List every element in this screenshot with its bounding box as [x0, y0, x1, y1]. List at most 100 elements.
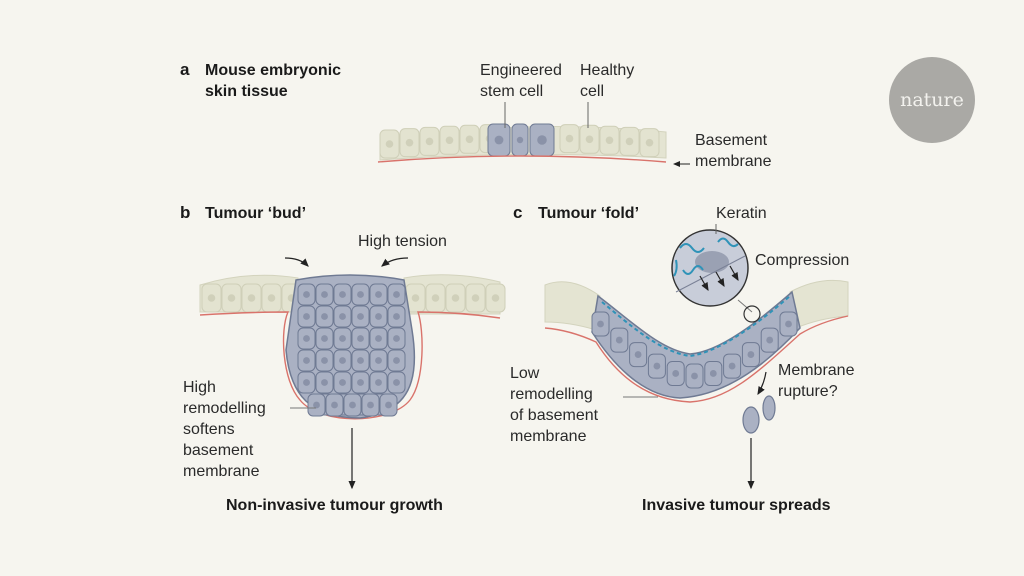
cell-nucleus: [393, 291, 400, 298]
cell-nucleus: [303, 357, 310, 364]
label-membrane-rupture: Membrane rupture?: [778, 360, 854, 402]
label-line: Basement: [695, 132, 768, 149]
engineered-stem-cells: [487, 123, 555, 157]
label-line: membrane: [695, 153, 772, 170]
cell-nucleus: [393, 335, 400, 342]
label-line: Engineered: [480, 62, 562, 79]
escaping-cell: [742, 406, 760, 434]
cell-nucleus: [411, 294, 420, 302]
tension-arrow-right: [381, 257, 409, 267]
cell-nucleus: [375, 313, 382, 320]
cell-nucleus: [393, 313, 400, 320]
label-engineered-stem-cell: Engineered stem cell: [480, 60, 562, 102]
healthy-cells: [201, 283, 506, 313]
cell-nucleus: [321, 335, 328, 342]
panel-a-title-line2: skin tissue: [205, 83, 288, 100]
cell-nucleus: [339, 313, 346, 320]
cell-nucleus: [785, 320, 792, 328]
cell-nucleus: [375, 379, 382, 386]
nature-logo: nature: [889, 57, 975, 143]
fold-mass: [591, 290, 801, 399]
cell-nucleus: [247, 294, 256, 302]
cell-nucleus: [321, 357, 328, 364]
label-line: stem cell: [480, 83, 544, 100]
label-keratin: Keratin: [716, 205, 767, 222]
cell-nucleus: [375, 335, 382, 342]
cell-nucleus: [565, 134, 574, 143]
panel-b-title: Tumour ‘bud’: [205, 205, 307, 222]
cell-nucleus: [339, 379, 346, 386]
cell-nucleus: [537, 135, 547, 145]
panel-c-tissue: [544, 224, 849, 490]
label-line: Healthy: [580, 62, 635, 79]
magnifier-small: [743, 305, 761, 323]
cell-nucleus: [303, 313, 310, 320]
label-line: remodelling: [510, 386, 593, 403]
cell-nucleus: [605, 136, 614, 145]
panel-a-title-line1: Mouse embryonic: [205, 62, 342, 79]
panel-a-letter: a: [180, 60, 190, 79]
label-line: rupture?: [778, 383, 838, 400]
label-line: cell: [580, 83, 605, 100]
cell-nucleus: [597, 320, 604, 328]
cell-nucleus: [303, 291, 310, 298]
cell-nucleus: [339, 357, 346, 364]
cell-nucleus: [465, 135, 474, 144]
cell-nucleus: [321, 379, 328, 386]
cell-nucleus: [585, 135, 594, 144]
label-line: of basement: [510, 407, 599, 424]
basement-membrane: [377, 155, 667, 163]
outcome-invasive: Invasive tumour spreads: [642, 497, 831, 514]
label-line: remodelling: [183, 400, 266, 417]
basement-membrane: [544, 315, 849, 403]
cell-nucleus: [357, 379, 364, 386]
cell-nucleus: [625, 137, 634, 146]
cell-nucleus: [393, 357, 400, 364]
cell-nucleus: [747, 351, 755, 358]
cell-nucleus: [339, 335, 346, 342]
rupture-arrow: [757, 371, 767, 396]
cell-nucleus: [691, 372, 698, 380]
panel-c-title: Tumour ‘fold’: [538, 205, 640, 222]
cell-nucleus: [313, 401, 320, 409]
cell-nucleus: [349, 401, 356, 409]
cell-nucleus: [672, 370, 680, 377]
basement-membrane: [199, 311, 501, 420]
magnifier-leader: [737, 299, 753, 313]
cell-nucleus: [303, 379, 310, 386]
cell-nucleus: [339, 291, 346, 298]
cell-nucleus: [766, 336, 774, 344]
keratin-layer: [601, 295, 791, 358]
label-healthy-cell: Healthy cell: [580, 60, 634, 102]
cell-nucleus: [431, 294, 440, 302]
label-line: membrane: [183, 463, 260, 480]
panel-b-letter: b: [180, 203, 191, 222]
label-line: softens: [183, 421, 235, 438]
cell-nucleus: [405, 138, 414, 147]
cell-nucleus: [425, 137, 434, 146]
cell-nucleus: [331, 401, 338, 409]
label-basement-membrane: Basement membrane: [695, 130, 771, 172]
label-line: membrane: [510, 428, 587, 445]
cell-nucleus: [357, 335, 364, 342]
cell-nucleus: [516, 136, 524, 144]
panel-a-title: Mouse embryonic skin tissue: [205, 60, 341, 102]
cell-nucleus: [709, 370, 717, 377]
cell-nucleus: [375, 291, 382, 298]
magnifier-inset: [671, 229, 749, 307]
cell-nucleus: [321, 291, 328, 298]
cell-nucleus: [385, 401, 392, 409]
cell-nucleus: [367, 401, 374, 409]
cell-nucleus: [227, 294, 236, 302]
escaping-cell: [762, 395, 776, 421]
cell-nucleus: [494, 135, 504, 145]
label-line: Low: [510, 365, 540, 382]
label-line: basement: [183, 442, 254, 459]
cell-nucleus: [393, 379, 400, 386]
cell-nucleus: [357, 357, 364, 364]
cell-nucleus: [645, 138, 654, 147]
label-high-tension: High tension: [358, 233, 447, 250]
panel-b-tissue: [199, 257, 506, 490]
